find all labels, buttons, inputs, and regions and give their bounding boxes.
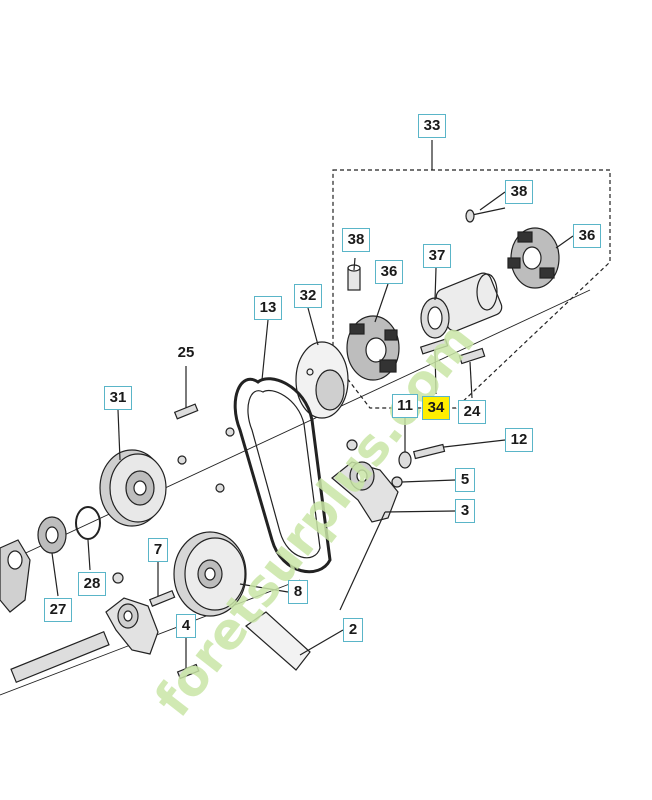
callout-34-highlighted: 34 — [422, 396, 450, 420]
plate-32 — [295, 341, 349, 419]
bolt-4 — [176, 663, 200, 680]
callout-8: 8 — [288, 580, 308, 604]
bracket-2 — [245, 611, 311, 671]
bearing-27 — [37, 516, 67, 554]
callout-31: 31 — [104, 386, 132, 410]
callout-38: 38 — [505, 180, 533, 204]
nut-small-1 — [346, 439, 358, 451]
leader-38b — [353, 257, 356, 271]
bolt-head-b — [177, 455, 187, 465]
callout-38-left: 38 — [342, 228, 370, 252]
callout-2: 2 — [343, 618, 363, 642]
shaft-37 — [420, 272, 503, 339]
shaft-axis-upper — [0, 289, 591, 566]
nut-small-2 — [112, 572, 124, 584]
bolt-24 — [458, 347, 486, 365]
bolt-25 — [173, 403, 199, 420]
callout-32: 32 — [294, 284, 322, 308]
coupling-36-right — [507, 227, 560, 289]
pulley-31 — [99, 449, 167, 527]
bearing-housing-lower — [105, 597, 159, 655]
bolt-head-c — [215, 483, 225, 493]
bolt-7 — [148, 589, 176, 607]
belt-13 — [233, 377, 332, 574]
leader-34 — [434, 349, 437, 395]
coupling-36-left — [346, 315, 400, 381]
leader-31 — [117, 409, 121, 461]
leader-8 — [239, 583, 289, 593]
callout-3: 3 — [455, 499, 475, 523]
leader-24 — [469, 361, 473, 399]
leader-38a — [479, 191, 506, 211]
callout-24: 24 — [458, 400, 486, 424]
leader-3 — [384, 510, 456, 513]
hub-left — [0, 539, 31, 613]
callout-37: 37 — [423, 244, 451, 268]
leader-12 — [443, 439, 506, 448]
leader-5 — [401, 479, 456, 483]
callout-36: 36 — [573, 224, 601, 248]
callout-28: 28 — [78, 572, 106, 596]
callout-25: 25 — [172, 342, 200, 366]
leader-36b — [374, 283, 389, 323]
bolt-12 — [412, 443, 446, 460]
callout-27: 27 — [44, 598, 72, 622]
bolt-head-a — [225, 427, 235, 437]
callout-4: 4 — [176, 614, 196, 638]
leader-32 — [307, 307, 319, 346]
callout-13: 13 — [254, 296, 282, 320]
leader-37 — [434, 267, 437, 301]
callout-7: 7 — [148, 538, 168, 562]
leader-13 — [261, 319, 269, 381]
ring-28 — [75, 506, 101, 540]
callout-33: 33 — [418, 114, 446, 138]
leader-2 — [299, 629, 344, 656]
washer-11 — [398, 451, 412, 469]
callout-11: 11 — [392, 394, 418, 418]
callout-5: 5 — [455, 468, 475, 492]
leader-27 — [51, 552, 59, 597]
pulley-8 — [173, 531, 247, 617]
leader-3b — [339, 511, 386, 611]
kit-33-outline — [332, 169, 611, 409]
callout-12: 12 — [505, 428, 533, 452]
callout-36-left: 36 — [375, 260, 403, 284]
bearing-housing-3 — [331, 461, 403, 523]
bolt-34 — [419, 338, 449, 355]
leader-28 — [87, 539, 91, 571]
bolt-38 — [465, 207, 506, 223]
leader-36a — [555, 235, 574, 249]
shaft-lower — [10, 630, 110, 684]
